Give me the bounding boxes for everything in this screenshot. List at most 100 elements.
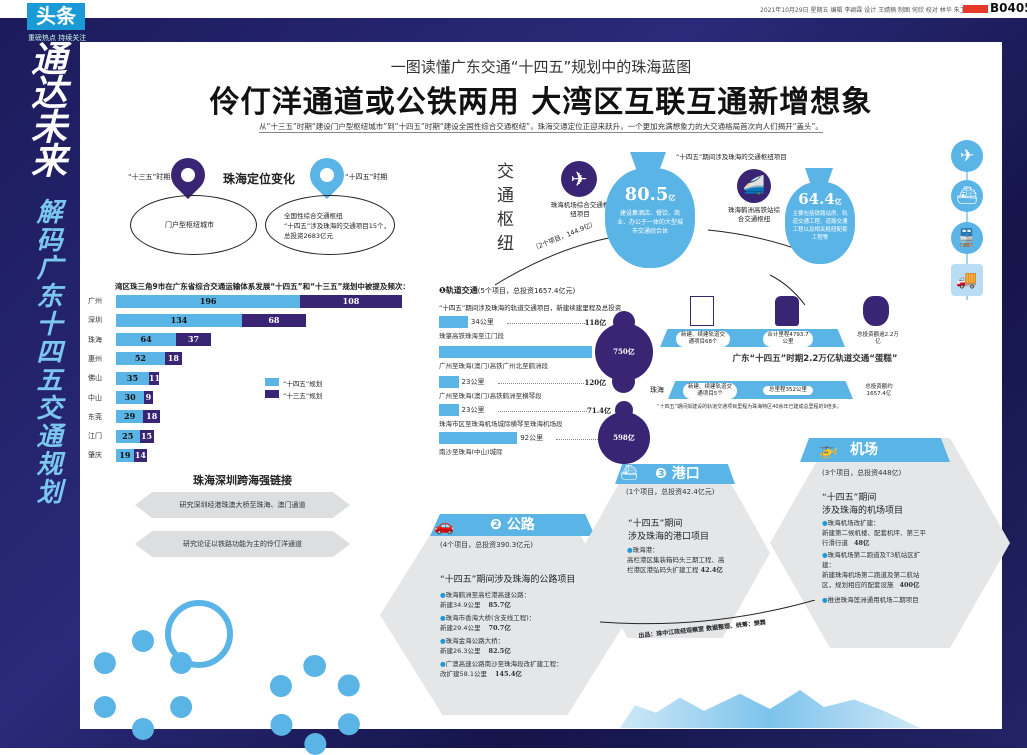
bullet-icon: ●: [440, 660, 446, 668]
bar-13: 11: [148, 371, 161, 385]
road-note: (4个项目，总投资390.3亿元): [440, 541, 533, 549]
rail-km-bar: [439, 376, 459, 388]
money-bag-icon: [630, 152, 666, 172]
bar-13: 14: [133, 448, 148, 462]
link-title: 珠海深圳跨海强链接: [193, 474, 292, 487]
legend-swatch-13: [265, 390, 279, 398]
series-subtitle: 解码广东十四五交通规划: [32, 198, 62, 506]
gear-icon: [265, 655, 365, 755]
bar-14: 29: [116, 410, 144, 424]
rail-project-name: 南沙至珠海(中山)城际: [439, 448, 503, 456]
bar-14: 134: [116, 313, 242, 327]
positioning-title: 珠海定位变化: [223, 172, 296, 186]
link-item: 研究深圳经港珠澳大桥至珠海、澳门通道: [135, 492, 350, 518]
section-slogan: 重磅热点 持续关注: [28, 34, 87, 42]
airport-header: 机场: [800, 438, 950, 462]
train-icon: [775, 296, 799, 326]
road-item-amount: 85.7亿: [488, 601, 511, 609]
airport-heading: “十四五”期间涉及珠海的机场项目: [822, 492, 903, 518]
rail-km-bar: [439, 316, 468, 328]
rail-project-name: 广州至珠海(澳门)高铁广州北至鹤洲段: [439, 362, 549, 370]
bar-14: 52: [116, 352, 165, 366]
bullet-icon: ●: [440, 637, 446, 645]
money-bag: 80.5亿 建设集酒店、餐饮、商业、办公于一体的大型城市交通综合体: [605, 168, 695, 268]
road-header: ❷ 公路: [430, 514, 595, 536]
zh-stat: 总投资额约1657.4亿: [853, 383, 905, 399]
zh-stat: 总里程352公里: [763, 386, 813, 395]
invest-label: 71.4亿: [587, 406, 612, 415]
page-title: 伶仃洋通道或公铁两用 大湾区互联互通新增想象: [209, 85, 873, 120]
ship-icon: ⛴: [620, 465, 638, 481]
legend-swatch-14: [265, 378, 279, 386]
document-icon: [690, 296, 714, 326]
airport-heading-line: 涉及珠海的机场项目: [822, 506, 904, 516]
chart-title: 湾区珠三角9市在广东省综合交通运输体系发展“十四五”和“十三五”规划中被提及频次…: [115, 282, 410, 291]
period-14-line: 总投资2683亿元: [284, 232, 334, 240]
bar-13: 18: [143, 410, 161, 424]
zh-label: 珠海: [650, 386, 664, 394]
road-item-detail: 改扩建58.1公里: [440, 670, 487, 678]
category-label: 广州: [88, 297, 102, 305]
airport-note: (3个项目，总投资448亿): [822, 469, 902, 477]
legend-label-14: “十四五”规划: [283, 380, 323, 388]
ellipse-14: [265, 195, 395, 255]
airport-item-line: ●珠海机场第二跑道及T3航站区扩建：: [822, 550, 932, 570]
helicopter-icon: 🚁: [818, 440, 838, 459]
ship-icon: ⛴: [951, 180, 983, 212]
airport-item-amount: 48亿: [854, 539, 870, 547]
airport-item-detail: 新建珠海机场第二跑道及第二航站区，规划相应的配套设施: [822, 571, 920, 589]
page-subtitle: 一图读懂广东交通“十四五”规划中的珠海蓝图: [390, 58, 692, 76]
airport-heading-line: “十四五”期间: [822, 493, 877, 503]
road-item-line: 新建34.9公里 85.7亿: [440, 600, 530, 610]
road-item-line: ●珠海市香海大桥(含支线工程)：: [440, 613, 535, 623]
port-item-name: 珠海港：: [632, 546, 659, 554]
section-tag: [963, 5, 988, 13]
road-item-detail: 新建34.9公里: [440, 601, 481, 609]
rail-leader-line: [497, 383, 585, 384]
road-item-line: ●珠海鹤洲至高栏港高速公路：: [440, 590, 530, 600]
rail-leader-line: [506, 323, 585, 324]
lead-text: 从“十三五”时期“建设门户型枢纽城市”到“十四五”时期“建设全国性综合交通枢纽”…: [80, 121, 1002, 133]
road-item-line: ●珠海金海公路大桥：: [440, 636, 511, 646]
invest-circle: 598亿: [598, 412, 650, 464]
road-item-name: 珠海市香海大桥(含支线工程)：: [445, 614, 536, 622]
airport-item: ●推进珠海莲洲通用机场二期项目: [822, 595, 932, 605]
hub-caption: “十四五”期间涉及珠海的交通枢纽项目: [676, 153, 787, 161]
road-item: ●珠海鹤洲至高栏港高速公路：新建34.9公里 85.7亿: [440, 590, 530, 610]
cake-title: 广东“十四五”时期2.2万亿轨道交通“蛋糕”: [732, 354, 898, 364]
airport-item-line: ●推进珠海莲洲通用机场二期项目: [822, 595, 932, 605]
rail-km-label: 23公里: [461, 406, 485, 414]
hub-amount-value: 64.4: [798, 190, 835, 208]
cake-note: “十四五”期间拟建设的轨道交通项目里程为珠海特区40余年已建成总里程的9倍多。: [657, 404, 842, 410]
hub-amount-unit: 亿: [834, 197, 842, 206]
rail-leader-line: [497, 411, 587, 412]
airport-item: ●珠海机场第二跑道及T3航站区扩建：新建珠海机场第二跑道及第二航站区，规划相应的…: [822, 550, 932, 590]
airport-item-name: 推进珠海莲洲通用机场二期项目: [827, 596, 919, 604]
road-item-line: ●广澳高速公路南沙至珠海段改扩建工程：: [440, 659, 563, 669]
road-item-name: 珠海鹤洲至高栏港高速公路：: [445, 591, 531, 599]
rail-km-label: 34公里: [470, 318, 494, 326]
bar-13: 68: [241, 313, 306, 327]
period-14-line: “十四五”涉及珠海的交通项目15个，: [284, 222, 391, 230]
bar-14: 25: [116, 429, 140, 443]
bullet-icon: ●: [627, 546, 633, 554]
category-label: 肇庆: [88, 451, 102, 460]
port-note: (1个项目，总投资42.4亿元): [626, 488, 715, 496]
airport-item-amount: 400亿: [899, 581, 920, 589]
bar-13: 37: [176, 333, 211, 347]
hub-name: 珠海机场综合交通枢纽项目: [550, 201, 610, 218]
invest-label: 118亿: [584, 318, 607, 327]
legend-label-13: “十三五”规划: [283, 392, 323, 400]
